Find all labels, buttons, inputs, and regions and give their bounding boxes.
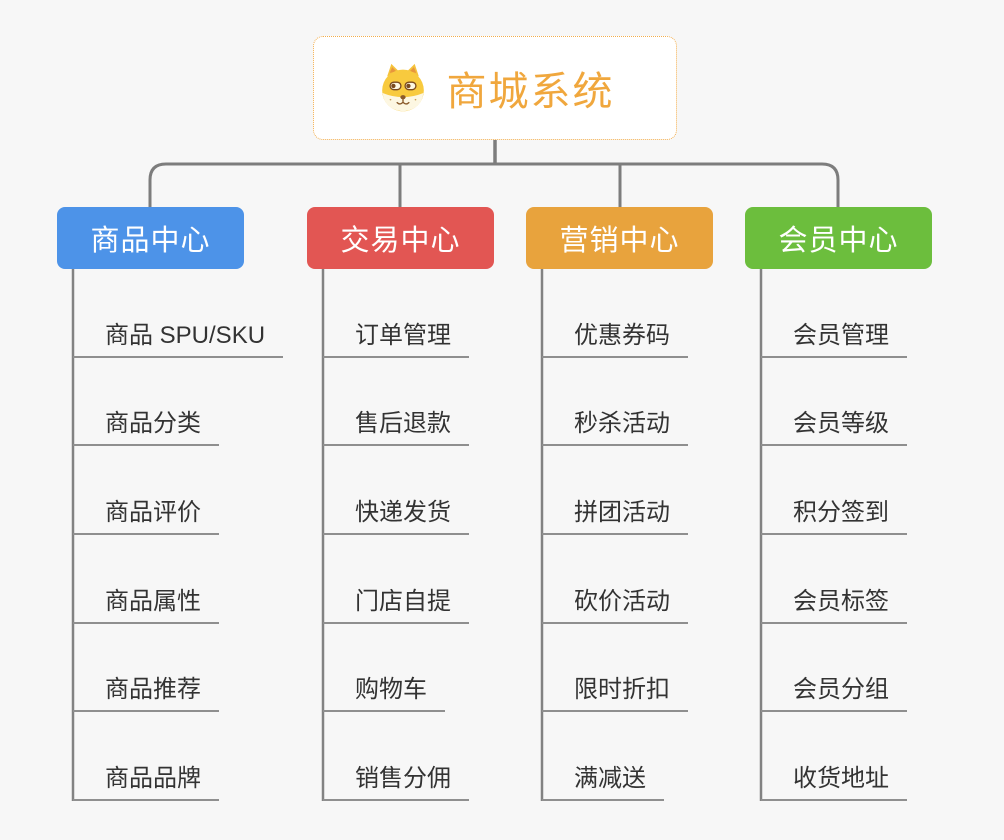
branch-label: 商品中心 bbox=[90, 225, 211, 257]
leaf-topic[interactable]: 销售分佣 bbox=[323, 761, 469, 801]
branch-product-center[interactable]: 商品中心 bbox=[57, 207, 244, 269]
leaf-topic[interactable]: 满减送 bbox=[542, 761, 664, 801]
leaf-topic[interactable]: 优惠券码 bbox=[542, 318, 688, 358]
leaf-topic[interactable]: 售后退款 bbox=[323, 406, 469, 446]
branch-label: 会员中心 bbox=[778, 225, 899, 257]
root-topic[interactable]: 商城系统 bbox=[313, 36, 677, 140]
branch-label: 交易中心 bbox=[340, 225, 461, 257]
leaf-topic[interactable]: 积分签到 bbox=[761, 495, 907, 535]
leaf-topic[interactable]: 收货地址 bbox=[761, 761, 907, 801]
leaf-topic[interactable]: 购物车 bbox=[323, 672, 445, 712]
leaf-topic[interactable]: 商品品牌 bbox=[73, 761, 219, 801]
leaf-topic[interactable]: 会员标签 bbox=[761, 584, 907, 624]
leaf-topic[interactable]: 商品评价 bbox=[73, 495, 219, 535]
leaf-topic[interactable]: 商品分类 bbox=[73, 406, 219, 446]
leaf-topic[interactable]: 商品 SPU/SKU bbox=[73, 318, 284, 358]
leaf-topic[interactable]: 会员等级 bbox=[761, 406, 907, 446]
branch-marketing-center[interactable]: 营销中心 bbox=[526, 207, 713, 269]
shiba-dog-icon bbox=[381, 63, 424, 112]
leaf-topic[interactable]: 秒杀活动 bbox=[542, 406, 688, 446]
leaf-topic[interactable]: 门店自提 bbox=[323, 584, 469, 624]
leaf-topic[interactable]: 拼团活动 bbox=[542, 495, 688, 535]
branch-member-center[interactable]: 会员中心 bbox=[745, 207, 932, 269]
root-topic-label: 商城系统 bbox=[446, 70, 615, 114]
leaf-topic[interactable]: 会员管理 bbox=[761, 318, 907, 358]
leaf-topic[interactable]: 快递发货 bbox=[323, 495, 469, 535]
leaf-topic[interactable]: 限时折扣 bbox=[542, 672, 688, 712]
branch-label: 营销中心 bbox=[559, 225, 680, 257]
leaf-topic[interactable]: 砍价活动 bbox=[542, 584, 688, 624]
branch-trade-center[interactable]: 交易中心 bbox=[307, 207, 494, 269]
leaf-topic[interactable]: 订单管理 bbox=[323, 318, 469, 358]
leaf-topic[interactable]: 商品推荐 bbox=[73, 672, 219, 712]
leaf-topic[interactable]: 商品属性 bbox=[73, 584, 219, 624]
leaf-topic[interactable]: 会员分组 bbox=[761, 672, 907, 712]
